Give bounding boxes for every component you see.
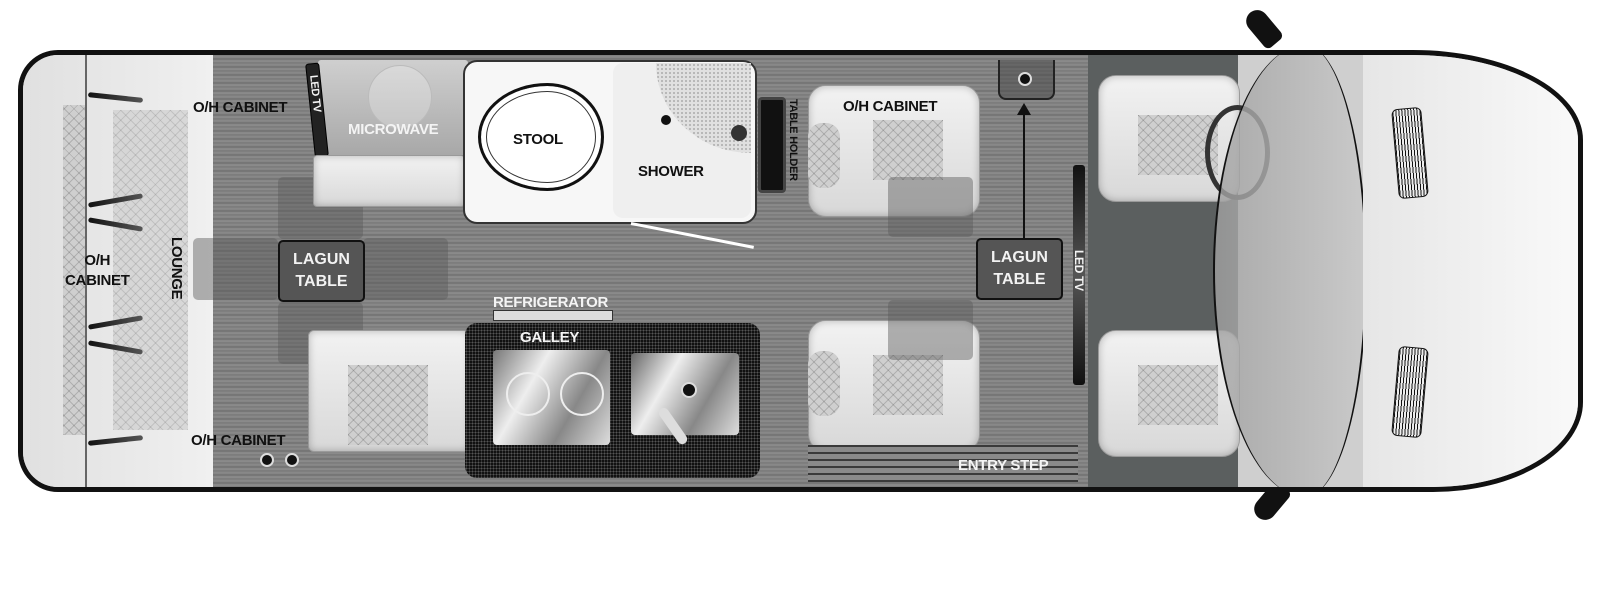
captain-chair-bottom-headrest	[808, 351, 840, 416]
table-holder	[758, 97, 786, 193]
led-tv-front	[1073, 165, 1085, 385]
lounge-cushion-inner	[113, 110, 188, 430]
toilet-icon	[478, 83, 604, 191]
captain-chair-top-quilt	[873, 120, 943, 180]
microwave-circle	[368, 65, 432, 129]
entry-step	[808, 445, 1078, 482]
mirror-top-icon	[1241, 5, 1285, 51]
captain-chair-top-headrest	[808, 123, 840, 188]
passenger-seat-quilt	[1138, 365, 1218, 425]
shower-label: SHOWER	[638, 163, 704, 180]
shower-head-icon	[731, 125, 747, 141]
oh-cabinet-rear-top-label: O/H CABINET	[193, 99, 288, 116]
stove-burner-icon	[506, 372, 550, 416]
shower-drain-icon	[661, 115, 671, 125]
cupholder-icon	[1018, 72, 1032, 86]
lounge-label: LOUNGE	[168, 237, 185, 300]
oh-cabinet-rear-bottom-label: O/H CABINET	[191, 432, 286, 449]
dinette-seat-quilt	[348, 365, 428, 445]
lounge-cushion-outer	[63, 105, 85, 435]
galley-label: GALLEY	[520, 329, 580, 346]
refrigerator	[493, 310, 613, 321]
table-leaf	[363, 238, 448, 300]
entry-step-label: ENTRY STEP	[958, 457, 1049, 474]
arrow-up-icon	[1023, 110, 1025, 238]
stool-label: STOOL	[513, 131, 563, 148]
captain-chair-bottom-quilt	[873, 355, 943, 415]
table-leaf	[888, 300, 973, 360]
cupholder-icon	[260, 453, 274, 467]
oh-cabinet-mid-label: O/H CABINET	[843, 98, 938, 115]
driver-seat-quilt	[1138, 115, 1218, 175]
lounge-edge	[85, 55, 87, 487]
table-leaf	[193, 238, 278, 300]
stove-burner-icon	[560, 372, 604, 416]
dinette-seat-top	[313, 155, 465, 207]
table-holder-label: TABLE HOLDER	[787, 99, 799, 181]
arrow-head	[1017, 103, 1031, 115]
sink-drain-icon	[681, 382, 697, 398]
refrigerator-label: REFRIGERATOR	[493, 294, 609, 311]
table-leaf	[888, 177, 973, 237]
microwave-label: MICROWAVE	[348, 121, 439, 138]
cupholder-icon	[285, 453, 299, 467]
led-tv-front-label: LED TV	[1072, 250, 1086, 291]
